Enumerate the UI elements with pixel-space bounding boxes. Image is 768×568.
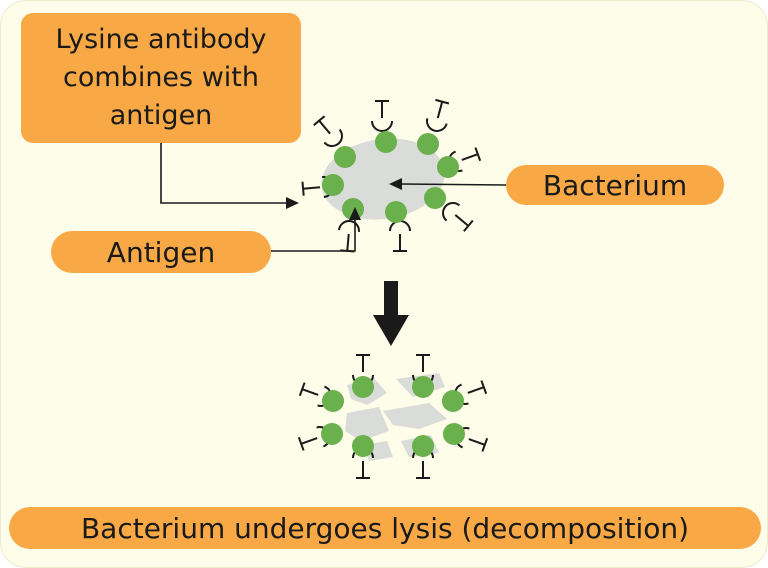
antigen-connector (271, 217, 356, 252)
bacterium-connector (400, 183, 507, 186)
lysine-antibody-label: Lysine antibody combines with antigen (21, 13, 301, 143)
bacterium-label: Bacterium (506, 165, 724, 205)
lysine-connector (160, 143, 289, 204)
lysis-caption: Bacterium undergoes lysis (decomposition… (9, 507, 761, 549)
down-arrow-icon (373, 281, 409, 346)
antigen-group-bottom (321, 376, 465, 457)
antigen-group-top (322, 131, 459, 223)
antigen-label: Antigen (51, 231, 271, 273)
